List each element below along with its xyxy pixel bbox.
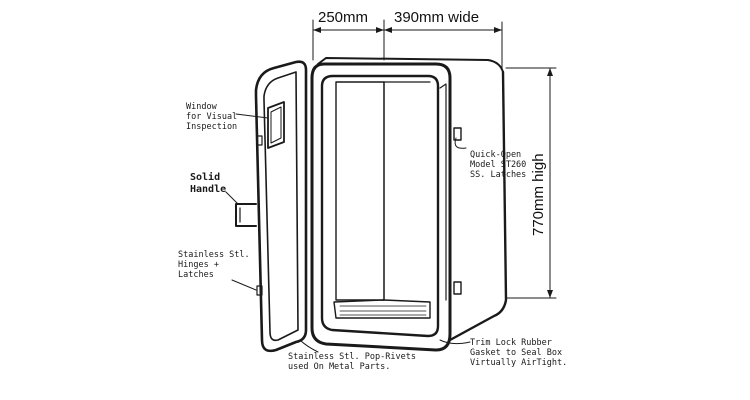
leader-lines bbox=[225, 113, 471, 353]
annotation-gasket-line-1: Trim Lock Rubber bbox=[470, 338, 552, 348]
arrowhead-height-top bbox=[547, 68, 553, 76]
arrowhead-width-left bbox=[384, 27, 392, 33]
dimension-lines bbox=[312, 19, 557, 299]
leader-latches bbox=[454, 137, 467, 149]
annotation-gasket-line-2: Gasket to Seal Box bbox=[470, 348, 563, 358]
leader-rivets bbox=[299, 339, 319, 353]
annotation-handle-line-1: Solid bbox=[190, 172, 221, 183]
arrowhead-height-bottom bbox=[547, 290, 553, 298]
annotation-gasket-line-3: Virtually AirTight. bbox=[470, 358, 568, 368]
dimension-arrowheads bbox=[313, 27, 553, 298]
annotation-hinges-line-1: Stainless Stl. bbox=[178, 250, 250, 260]
annotation-hinges-line-2: Hinges + bbox=[178, 260, 219, 270]
annotation-rivets: Stainless Stl. Pop-Rivets used On Metal … bbox=[288, 352, 416, 372]
leader-hinges bbox=[231, 279, 257, 291]
latch-upper bbox=[453, 127, 462, 141]
latch-lower bbox=[453, 281, 462, 295]
leader-gasket bbox=[439, 339, 471, 345]
arrowhead-depth-right bbox=[376, 27, 384, 33]
door-thickness-edge bbox=[255, 95, 263, 341]
dimension-depth-label: 250mm bbox=[318, 9, 369, 26]
leader-handle bbox=[225, 191, 239, 205]
box-right-side bbox=[448, 70, 508, 342]
annotation-window-line-3: Inspection bbox=[186, 122, 238, 132]
leader-window bbox=[235, 113, 269, 119]
annotation-latches-line-1: Quick-Open bbox=[470, 150, 522, 160]
annotation-rivets-line-1: Stainless Stl. Pop-Rivets bbox=[288, 352, 416, 362]
door-handle bbox=[235, 203, 257, 227]
annotation-hinges-line-3: Latches bbox=[178, 270, 214, 280]
annotation-window: Window for Visual Inspection bbox=[186, 102, 237, 132]
annotation-window-line-1: Window bbox=[186, 102, 217, 112]
box-top-face bbox=[317, 57, 504, 73]
interior-floor-shading bbox=[339, 305, 427, 316]
annotation-latches: Quick-Open Model ST260 SS. Latches bbox=[470, 150, 526, 180]
box-gasket-inner bbox=[320, 74, 440, 338]
door-outer-edge bbox=[254, 60, 308, 353]
door-hinge-upper bbox=[256, 135, 263, 146]
interior-floor bbox=[333, 299, 431, 319]
annotation-window-line-2: for Visual bbox=[186, 112, 238, 122]
inspection-window-frame bbox=[270, 106, 282, 144]
annotation-latches-line-3: SS. Latches bbox=[470, 170, 527, 180]
annotation-hinges: Stainless Stl. Hinges + Latches bbox=[178, 250, 250, 280]
box-right-side-inner bbox=[439, 83, 447, 301]
arrowhead-depth-left bbox=[313, 27, 321, 33]
door-inner-edge bbox=[263, 71, 299, 342]
box-front-frame-outer bbox=[310, 62, 452, 352]
annotation-handle: Solid Handle bbox=[190, 172, 226, 196]
door-hinge-lower bbox=[256, 285, 263, 296]
annotation-latches-line-2: Model ST260 bbox=[470, 160, 527, 170]
box-body bbox=[310, 57, 508, 352]
box-back-panel bbox=[335, 81, 385, 301]
dimension-width-label: 390mm wide bbox=[394, 9, 480, 26]
annotation-handle-line-2: Handle bbox=[190, 184, 227, 195]
arrowhead-width-right bbox=[494, 27, 502, 33]
annotation-gasket: Trim Lock Rubber Gasket to Seal Box Virt… bbox=[470, 338, 567, 368]
annotation-rivets-line-2: used On Metal Parts. bbox=[288, 362, 391, 372]
inspection-window bbox=[267, 101, 285, 149]
dimension-height-label: 770mm high bbox=[530, 153, 547, 236]
door bbox=[235, 60, 308, 353]
